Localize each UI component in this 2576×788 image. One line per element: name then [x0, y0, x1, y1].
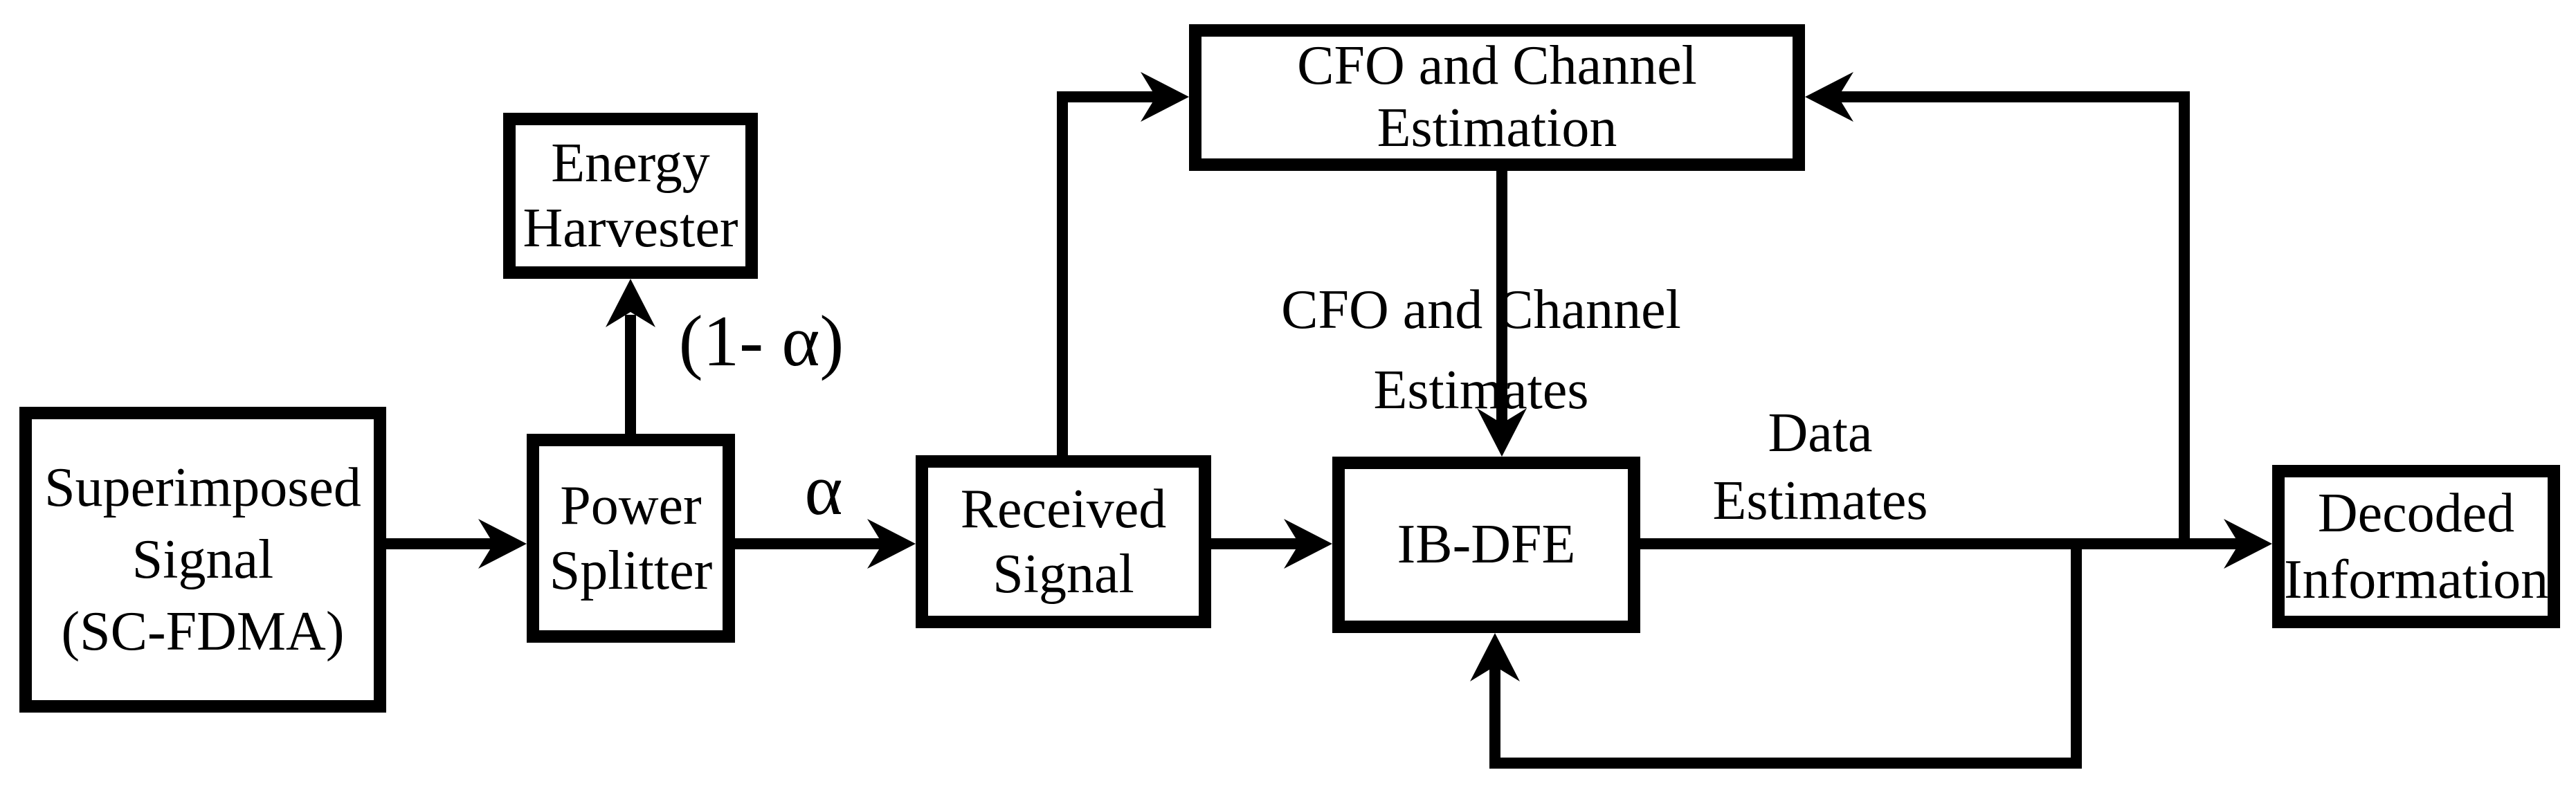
- node-superimposed-signal-line2: Signal: [131, 529, 274, 590]
- edge-received-signal-to-cfo-estimation: [1057, 91, 1157, 455]
- node-power-splitter-line2: Splitter: [549, 540, 713, 601]
- node-received-signal-line2: Signal: [992, 544, 1134, 605]
- edge-label-cfo-channel-estimates-line2: Estimates: [1373, 360, 1589, 421]
- edge-feedback-to-ib-dfe-bottom: [1489, 544, 2082, 769]
- arrowhead-into-cfo-estimation-left: [1141, 72, 1189, 122]
- node-energy-harvester-line2: Harvester: [523, 198, 738, 259]
- node-energy-harvester-line1: Energy: [551, 132, 710, 194]
- edge-label-cfo-channel-estimates: CFO and Channel Estimates: [1170, 270, 1793, 430]
- node-cfo-channel-estimation-line1: CFO and Channel: [1297, 35, 1697, 97]
- edge-label-data-estimates-line1: Data: [1768, 403, 1873, 464]
- node-decoded-information-line1: Decoded: [2317, 483, 2515, 544]
- edge-feedback-to-cfo-estimation: [1838, 91, 2190, 544]
- node-cfo-channel-estimation: CFO and Channel Estimation: [1189, 24, 1805, 171]
- arrowhead-into-ib-dfe-left: [1284, 519, 1332, 569]
- node-superimposed-signal-line1: Superimposed: [44, 457, 361, 518]
- arrowhead-into-energy-harvester: [606, 279, 655, 327]
- edge-label-data-estimates-line2: Estimates: [1712, 470, 1928, 531]
- edge-label-harvester-fraction: (1- α): [678, 300, 844, 381]
- arrowhead-into-decoded-information: [2224, 519, 2272, 569]
- node-received-signal: Received Signal: [916, 455, 1211, 628]
- arrowhead-into-ib-dfe-bottom: [1470, 633, 1520, 681]
- node-power-splitter: Power Splitter: [527, 434, 735, 643]
- node-energy-harvester: Energy Harvester: [503, 113, 758, 279]
- arrowhead-into-ib-dfe-top: [1477, 408, 1527, 457]
- arrowhead-into-received-signal: [867, 519, 916, 569]
- node-ib-dfe: IB-DFE: [1332, 457, 1640, 633]
- edge-label-data-estimates: Data Estimates: [1647, 400, 1993, 535]
- node-ib-dfe-label: IB-DFE: [1397, 514, 1576, 576]
- arrowhead-into-cfo-estimation-right: [1805, 72, 1853, 122]
- node-received-signal-line1: Received: [960, 478, 1167, 540]
- node-superimposed-signal: Superimposed Signal (SC-FDMA): [19, 407, 386, 713]
- node-cfo-channel-estimation-line2: Estimation: [1377, 98, 1617, 158]
- edge-label-receiver-fraction: α: [804, 449, 843, 530]
- arrowhead-into-power-splitter: [478, 519, 527, 569]
- node-superimposed-signal-line3: (SC-FDMA): [61, 601, 345, 662]
- edge-label-cfo-channel-estimates-line1: CFO and Channel: [1281, 280, 1681, 340]
- node-power-splitter-line1: Power: [560, 475, 702, 536]
- node-decoded-information: Decoded Information: [2272, 465, 2560, 628]
- node-decoded-information-line2: Information: [2283, 549, 2549, 610]
